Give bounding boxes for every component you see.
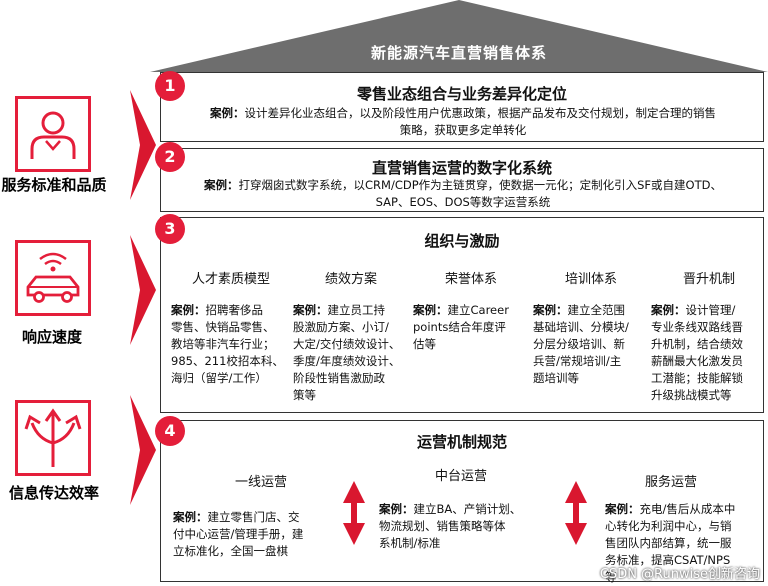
side-label-response: 响应速度 xyxy=(21,328,82,346)
panel-title: 运营机制规范 xyxy=(416,433,507,451)
person-icon-box xyxy=(15,96,91,172)
step-number-badge: 1 xyxy=(155,71,185,101)
chevron-right-icon xyxy=(130,235,156,345)
panel-title: 零售业态组合与业务差异化定位 xyxy=(356,85,567,103)
column-heading: 培训体系 xyxy=(564,272,617,287)
roof-shape xyxy=(150,0,768,72)
split-arrows-icon-box xyxy=(15,400,91,476)
column-heading: 服务运营 xyxy=(644,475,697,490)
person-icon xyxy=(30,111,76,159)
car-wifi-icon xyxy=(26,252,80,303)
step-number-badge: 3 xyxy=(155,214,185,244)
column-heading: 绩效方案 xyxy=(324,272,377,287)
side-label-service: 服务标准和品质 xyxy=(1,176,107,194)
column-heading: 晋升机制 xyxy=(682,272,735,287)
column-case-text: 案例：建立全范围基础培训、分模块/分层分级培训、新兵营/常规培训/主题培训等 xyxy=(533,303,629,385)
side-label-info: 信息传达效率 xyxy=(8,484,99,502)
panel-case-text: 案例：打穿烟囱式数字系统，以CRM/CDP作为主链贯穿，使数据一元化；定制化引入… xyxy=(204,178,722,209)
panel-retail-positioning: 零售业态组合与业务差异化定位 案例：设计差异化业态组合，以及阶段性用户优惠政策，… xyxy=(160,72,764,142)
column-heading: 中台运营 xyxy=(434,469,487,484)
column-case-text: 案例：建立零售门店、交付中心运营/管理手册，建立标准化，全国一盘棋 xyxy=(173,510,304,558)
watermark: CSDN @Runwise创新咨询 xyxy=(599,567,760,582)
column-case-text: 案例：建立BA、产销计划、物流规划、销售策略等体系机制/标准 xyxy=(379,502,522,550)
step-number-badge: 2 xyxy=(155,142,185,172)
chevron-right-icon xyxy=(130,395,156,505)
panel-operation-mechanism: 运营机制规范 一线运营 中台运营 服务运营 案例：建立零售门店、交付中心运营/管… xyxy=(160,420,764,584)
column-case-text: 案例：设计管理/专业条线双路线晋升机制，结合绩效薪酬最大化激发员工潜能；技能解锁… xyxy=(651,303,743,402)
bidirectional-arrow-icon xyxy=(343,481,365,545)
chevron-right-icon xyxy=(130,90,156,200)
column-heading: 一线运营 xyxy=(234,475,287,490)
split-arrows-icon xyxy=(24,408,82,467)
car-wifi-icon-box xyxy=(15,240,91,316)
column-heading: 荣誉体系 xyxy=(444,272,497,287)
panel-organization-incentive: 组织与激励 人才素质模型 绩效方案 荣誉体系 培训体系 晋升机制 案例：招聘奢侈… xyxy=(160,217,764,413)
column-case-text: 案例：招聘奢侈品零售、快销品零售、教培等非汽车行业；985、211校招本科、海归… xyxy=(171,303,284,385)
panel-title: 直营销售运营的数字化系统 xyxy=(371,159,552,177)
roof-title: 新能源汽车直营销售体系 xyxy=(370,44,547,62)
panel-case-text: 案例：设计差异化业态组合，以及阶段性用户优惠政策，根据产品发布及交付规划，制定合… xyxy=(210,106,716,137)
column-case-text: 案例：充电/售后从成本中心转化为利润中心，与销售团队内部结算，统一服务标准，提高… xyxy=(605,502,736,584)
bidirectional-arrow-icon xyxy=(565,481,587,545)
column-heading: 人才素质模型 xyxy=(191,272,270,287)
panel-title: 组织与激励 xyxy=(424,232,500,250)
column-case-text: 案例：建立员工持股激励方案、小订/大定/交付绩效设计、季度/年度绩效设计、阶段性… xyxy=(293,303,401,402)
step-number-badge: 4 xyxy=(155,416,185,446)
panel-digital-system: 直营销售运营的数字化系统 案例：打穿烟囱式数字系统，以CRM/CDP作为主链贯穿… xyxy=(160,148,764,212)
